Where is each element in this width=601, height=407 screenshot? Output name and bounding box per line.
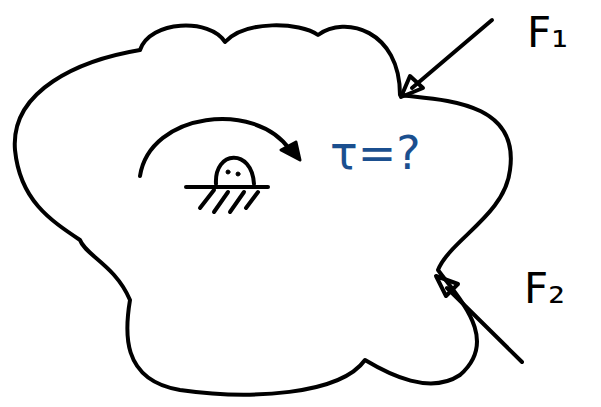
torque-arrow	[140, 119, 300, 176]
force-label: F₁	[527, 10, 568, 56]
force-label: F₂	[524, 266, 565, 312]
force-arrow	[436, 276, 522, 362]
pivot-symbol	[186, 158, 268, 212]
force-arrow	[401, 20, 492, 97]
unknown-torque: τ=?	[330, 128, 421, 179]
rigid-body: τ=?	[0, 0, 540, 407]
body-outline	[0, 0, 540, 407]
body-outline-path	[15, 25, 511, 394]
